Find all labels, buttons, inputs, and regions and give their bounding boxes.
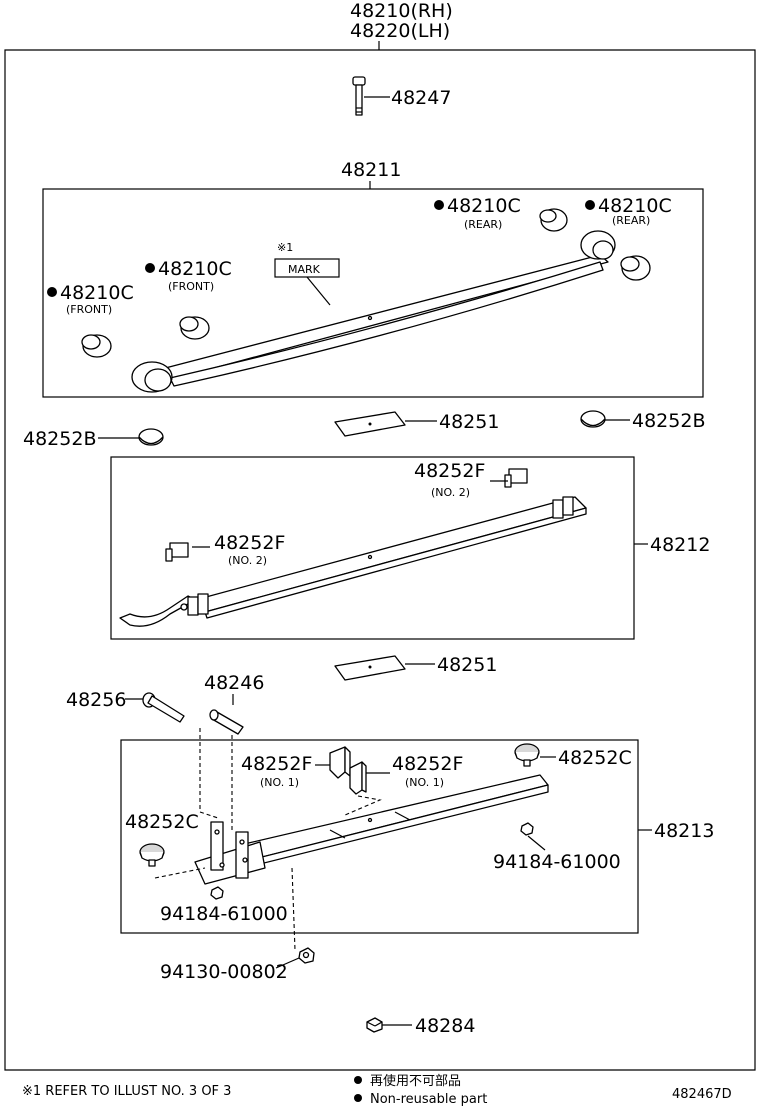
nut-right-icon	[520, 822, 534, 836]
non-reusable-dot-front-center	[145, 263, 155, 273]
leaf-48213-label: 48213	[654, 820, 714, 842]
outer-frame	[4, 49, 756, 1071]
illust-id: 482467D	[672, 1087, 732, 1102]
clip-no2-top-note: (NO. 2)	[431, 486, 470, 499]
assembly-rh-label: 48210(RH)	[350, 0, 453, 22]
clip-no1-right-icon	[349, 761, 367, 795]
nut-left-label: 94184-61000	[160, 903, 288, 925]
stopper-left-dash	[154, 867, 206, 879]
nut-center-label: 94130-00802	[160, 961, 288, 983]
clip-no2-left-icon	[165, 542, 189, 562]
cap-right-label: 48252B	[632, 410, 705, 432]
liner-lower-label: 48251	[437, 654, 497, 676]
mark-ref-label: ※1	[277, 241, 293, 254]
bolt-48247-icon	[352, 76, 366, 116]
bushing-rear-right-note: (REAR)	[612, 214, 650, 227]
nut-center-dash	[291, 867, 296, 951]
bushing-front-left-label: 48210C	[60, 282, 134, 304]
nut-right-label: 94184-61000	[493, 851, 621, 873]
clip-no1-left-icon	[329, 746, 351, 779]
bushing-front-center-label: 48210C	[158, 258, 232, 280]
clip-no2-top-label: 48252F	[414, 460, 485, 482]
bushing-front-left-note: (FRONT)	[66, 303, 112, 316]
cap-left-icon	[138, 428, 164, 446]
stopper-right-label: 48252C	[558, 747, 632, 769]
leaf-48211-box	[42, 188, 704, 398]
bushing-rear-right-icon	[620, 255, 651, 281]
leaf-48213-box	[120, 739, 639, 934]
bolt-48247-label: 48247	[391, 87, 451, 109]
bushing-rear-center-label: 48210C	[447, 195, 521, 217]
bushing-rear-center-note: (REAR)	[464, 218, 502, 231]
non-reusable-dot-rear-center	[434, 200, 444, 210]
clip-no2-left-label: 48252F	[214, 532, 285, 554]
cap-right-icon	[580, 410, 606, 428]
leaf-48212-label: 48212	[650, 534, 710, 556]
nut-right-leader	[527, 835, 546, 851]
clip-no1-left-note: (NO. 1)	[260, 776, 299, 789]
non-reusable-dot-front-left	[47, 287, 57, 297]
mark-leader	[306, 276, 331, 306]
center-bolt-label: 48256	[66, 689, 126, 711]
bushing-front-center-icon	[179, 316, 210, 340]
clip-no1-right-label: 48252F	[392, 753, 463, 775]
refer-note: ※1 REFER TO ILLUST NO. 3 OF 3	[22, 1084, 231, 1099]
bushing-rear-center-icon	[539, 208, 568, 232]
leaf-spring-no1-icon	[131, 230, 616, 393]
leaf-48211-label: 48211	[341, 159, 401, 181]
center-bolt-icon	[142, 692, 185, 723]
bushing-front-left-icon	[81, 334, 112, 358]
leaf-spring-no3-icon	[194, 774, 549, 885]
liner-upper-label: 48251	[439, 411, 499, 433]
clip-no2-top-icon	[504, 468, 528, 488]
leaf-48212-box	[110, 456, 635, 640]
stopper-right-icon	[514, 743, 540, 767]
stopper-left-label: 48252C	[125, 811, 199, 833]
stopper-left-icon	[139, 843, 165, 867]
nut-left-icon	[210, 886, 224, 900]
non-reusable-dot-rear-right	[585, 200, 595, 210]
bushing-front-center-note: (FRONT)	[168, 280, 214, 293]
nut-bottom-icon	[366, 1017, 383, 1033]
nut-center-icon	[298, 947, 315, 964]
cap-left-label: 48252B	[23, 428, 96, 450]
center-bolt-dash	[199, 728, 219, 819]
leaf-spring-no2-icon	[119, 496, 587, 627]
legend-dot-jp	[354, 1076, 362, 1084]
nut-bottom-label: 48284	[415, 1015, 475, 1037]
assembly-lh-label: 48220(LH)	[350, 20, 450, 42]
clip-no1-dash	[344, 795, 382, 816]
bushing-rear-right-label: 48210C	[598, 195, 672, 217]
clip-no2-left-note: (NO. 2)	[228, 554, 267, 567]
nut-center-leader	[275, 957, 300, 969]
legend-jp: 再使用不可部品	[370, 1073, 461, 1089]
pin-label: 48246	[204, 672, 264, 694]
clip-no1-left-label: 48252F	[241, 753, 312, 775]
mark-label: MARK	[288, 263, 321, 276]
pin-icon	[209, 709, 244, 735]
legend-en: Non-reusable part	[370, 1092, 487, 1107]
clip-no1-right-note: (NO. 1)	[405, 776, 444, 789]
legend-dot-en	[354, 1094, 362, 1102]
